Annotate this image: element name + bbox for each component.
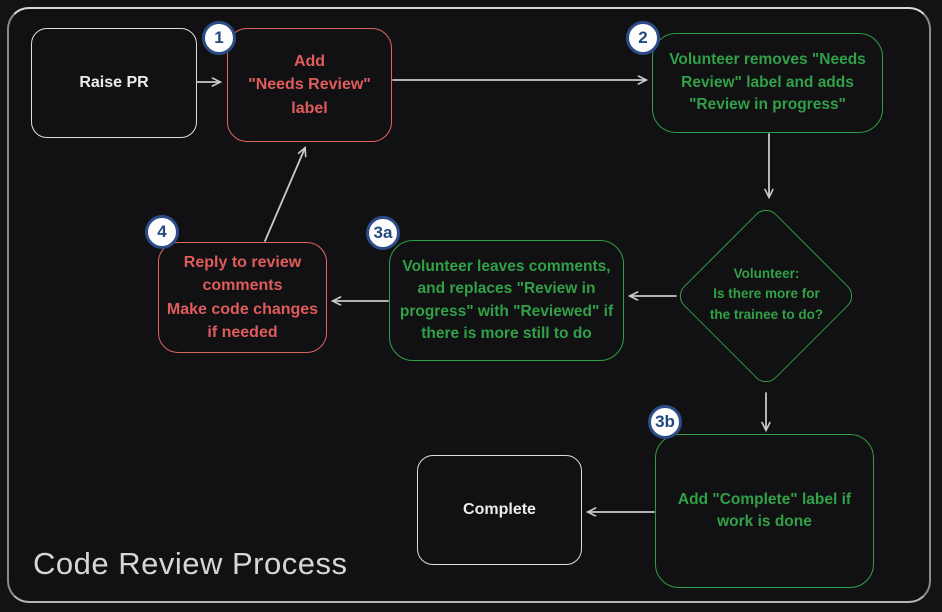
step-badge-3b: 3b (648, 405, 682, 439)
node-volunteer-removes-label: Volunteer removes "Needs Review" label a… (652, 33, 883, 133)
diagram-title: Code Review Process (33, 546, 348, 581)
node-add-complete-label: Add "Complete" label if work is done (655, 434, 874, 588)
node-complete: Complete (417, 455, 582, 565)
arrow-step4-to-step1 (264, 148, 305, 242)
step-badge-3a: 3a (366, 216, 400, 250)
node-raise-pr: Raise PR (31, 28, 197, 138)
node-reply-to-review-comments: Reply to review comments Make code chang… (158, 242, 327, 353)
step-badge-1: 1 (202, 21, 236, 55)
node-volunteer-leaves-comments: Volunteer leaves comments, and replaces … (389, 240, 624, 361)
node-add-needs-review-label: Add "Needs Review" label (227, 28, 392, 142)
step-badge-4: 4 (145, 215, 179, 249)
node-decision-label: Volunteer: Is there more for the trainee… (709, 266, 824, 322)
step-badge-2: 2 (626, 21, 660, 55)
